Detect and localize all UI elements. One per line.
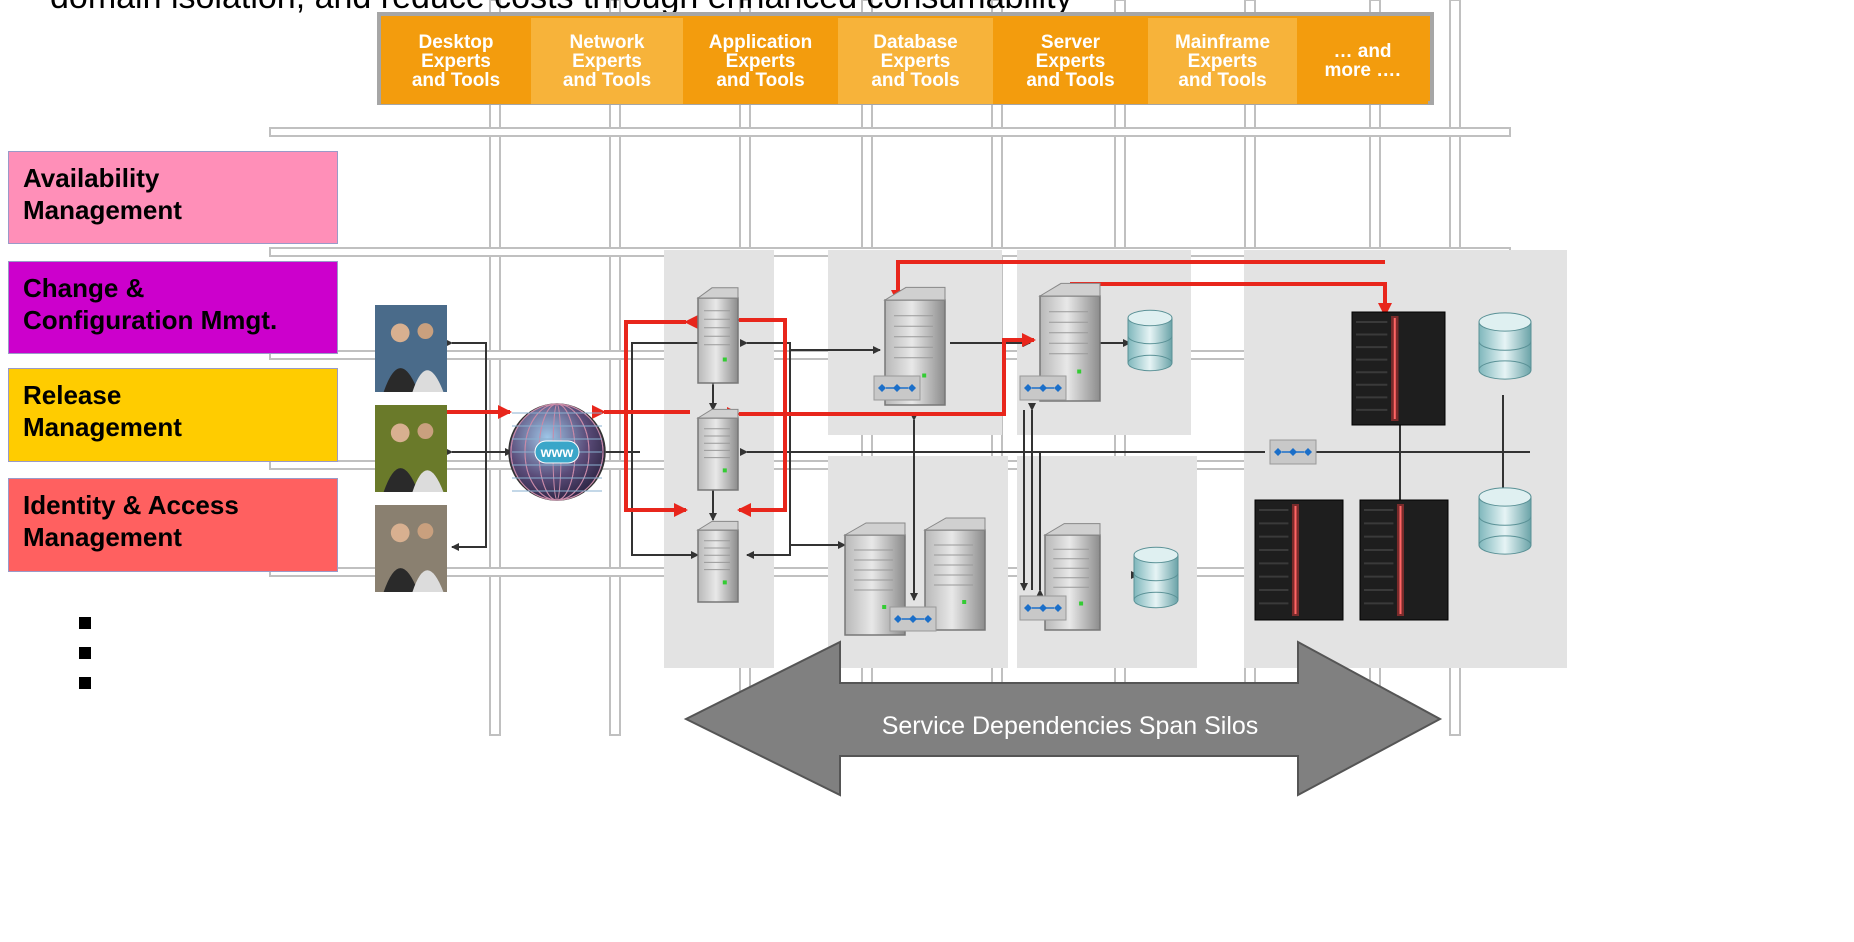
database-cylinder-icon bbox=[1478, 487, 1532, 555]
silo-label: … and bbox=[1333, 41, 1392, 62]
www-label: www bbox=[540, 444, 574, 460]
dependency-arrow bbox=[1070, 282, 1392, 317]
web-link bbox=[631, 339, 705, 559]
grid-column bbox=[489, 0, 501, 736]
discipline-label: Management bbox=[23, 195, 182, 225]
discipline-label: Configuration Mmgt. bbox=[23, 305, 278, 335]
silo-label: Desktop bbox=[418, 31, 494, 53]
dependency-arrow bbox=[727, 333, 1036, 421]
silo-label: more …. bbox=[1324, 60, 1401, 81]
database-cylinder-icon bbox=[1127, 309, 1173, 372]
mainframe-rack-icon bbox=[1351, 311, 1446, 426]
database-cylinder-icon bbox=[1133, 546, 1179, 609]
discipline-label: Availability bbox=[23, 163, 160, 193]
silo-label: Experts bbox=[572, 50, 642, 72]
span-double-arrow bbox=[683, 640, 1443, 797]
discipline-label: Release bbox=[23, 380, 122, 410]
discipline-box: Change &Configuration Mmgt. bbox=[8, 261, 338, 354]
message-bus-icon bbox=[1019, 595, 1067, 621]
database-cylinder-icon bbox=[1478, 312, 1532, 380]
discipline-label: Identity & Access bbox=[23, 490, 239, 520]
connector-lines bbox=[445, 339, 1530, 601]
server-tower-icon bbox=[696, 287, 739, 384]
silo-label: Experts bbox=[1035, 50, 1106, 72]
user-photo-icon bbox=[375, 305, 447, 392]
server-tower-icon bbox=[1043, 523, 1101, 631]
silo-label: and Tools bbox=[411, 69, 501, 91]
silo-label: Experts bbox=[725, 50, 796, 72]
message-bus-icon bbox=[873, 375, 921, 401]
silo-label: Experts bbox=[1187, 50, 1258, 72]
ellipsis-dot bbox=[79, 677, 91, 689]
server-tower-icon bbox=[696, 408, 739, 491]
silo-label: Server bbox=[1040, 31, 1101, 53]
silo-label: and Tools bbox=[716, 69, 805, 91]
dependency-arrow bbox=[624, 315, 698, 517]
discipline-label: Change & bbox=[23, 273, 145, 303]
span-label: Service Dependencies Span Silos bbox=[881, 712, 1259, 740]
user-photo-icon bbox=[375, 505, 447, 592]
server-tower-icon bbox=[696, 520, 739, 603]
server-tower-icon bbox=[843, 522, 906, 636]
globe-icon: www bbox=[508, 403, 606, 501]
discipline-label: Management bbox=[23, 412, 182, 442]
message-bus-icon bbox=[1269, 439, 1317, 465]
silo-label: Network bbox=[569, 31, 645, 53]
silo-label: and Tools bbox=[1026, 69, 1115, 91]
silo-label: and Tools bbox=[562, 69, 652, 91]
span-arrow bbox=[683, 640, 1443, 797]
ellipsis-dot bbox=[79, 647, 91, 659]
silo-label: Mainframe bbox=[1174, 31, 1271, 53]
silo-label: Experts bbox=[421, 50, 491, 72]
dependency-arrow bbox=[891, 260, 1385, 304]
silo-label: Application bbox=[708, 31, 813, 53]
silo-label: Experts bbox=[880, 50, 951, 72]
silo-label: and Tools bbox=[1178, 69, 1267, 91]
user-link bbox=[445, 339, 487, 551]
silo-label: and Tools bbox=[871, 69, 960, 91]
message-bus-icon bbox=[1019, 375, 1067, 401]
silo-label: Database bbox=[873, 31, 958, 53]
discipline-label: Management bbox=[23, 522, 182, 552]
ellipsis-dot bbox=[79, 617, 91, 629]
grid-column bbox=[609, 0, 621, 736]
grid-row bbox=[269, 127, 1511, 137]
mainframe-rack-icon bbox=[1359, 499, 1449, 621]
user-photo-icon bbox=[375, 405, 447, 492]
component-icons: www bbox=[375, 282, 1532, 636]
dependency-arrows bbox=[434, 260, 1392, 517]
mainframe-rack-icon bbox=[1254, 499, 1344, 621]
message-bus-icon bbox=[889, 606, 937, 632]
